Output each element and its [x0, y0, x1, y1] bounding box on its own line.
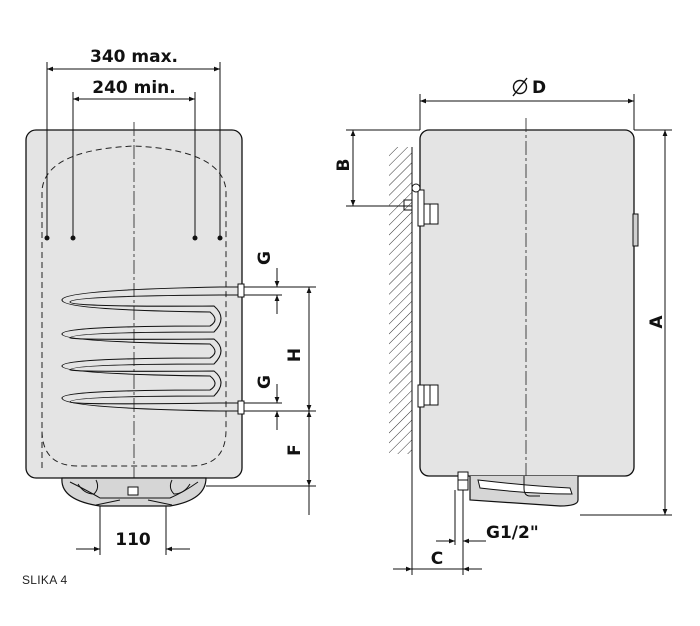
label-b: B: [334, 159, 354, 172]
label-f: F: [285, 444, 305, 456]
label-110: 110: [115, 530, 151, 550]
wall-hatch: [389, 147, 412, 454]
label-h: H: [285, 348, 305, 362]
side-view: D A B C G1/2": [334, 77, 672, 575]
diameter-symbol: [512, 77, 528, 97]
figure-caption: SLIKA 4: [22, 573, 68, 587]
front-view: 340 max. 240 min. 110 G G H F: [25, 47, 316, 555]
label-g-bottom: G: [255, 375, 275, 389]
side-bottom-fitting: [411, 454, 579, 575]
label-diameter-d: D: [532, 78, 546, 98]
wall-brackets: [403, 183, 439, 408]
label-g-top: G: [255, 251, 275, 265]
label-240-min: 240 min.: [92, 78, 176, 98]
front-bottom-cap: [61, 477, 207, 507]
label-a: A: [647, 315, 667, 329]
heating-coil: [61, 283, 245, 415]
label-340-max: 340 max.: [90, 47, 178, 67]
label-thread: G1/2": [486, 523, 539, 543]
label-c: C: [431, 549, 443, 569]
inner-tank-outline: [41, 145, 227, 468]
side-tank-body: [419, 129, 635, 477]
